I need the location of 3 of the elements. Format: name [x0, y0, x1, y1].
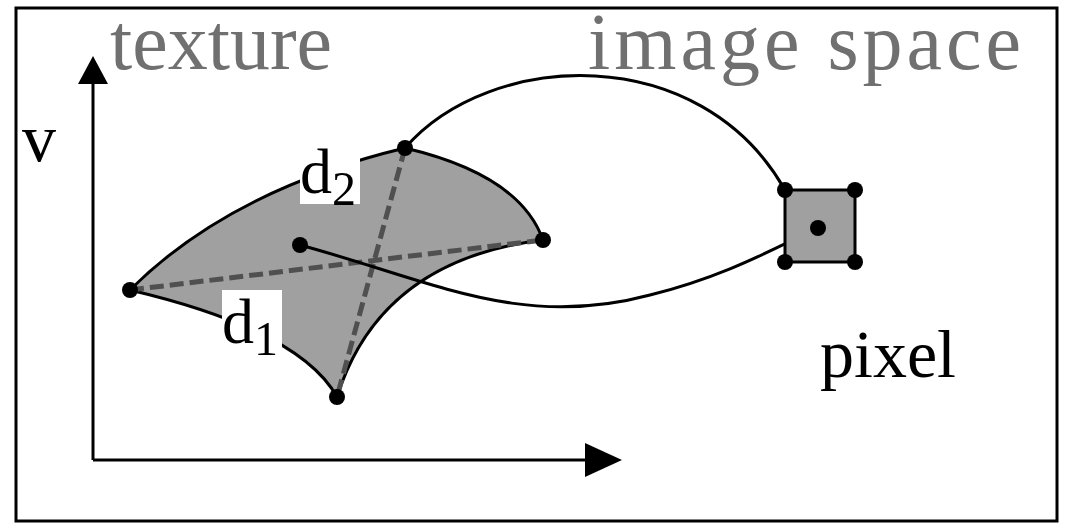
space-label: texture — [110, 2, 333, 82]
distance-label: d$_{1}$ — [222, 290, 282, 354]
axis-label: v — [22, 104, 56, 172]
